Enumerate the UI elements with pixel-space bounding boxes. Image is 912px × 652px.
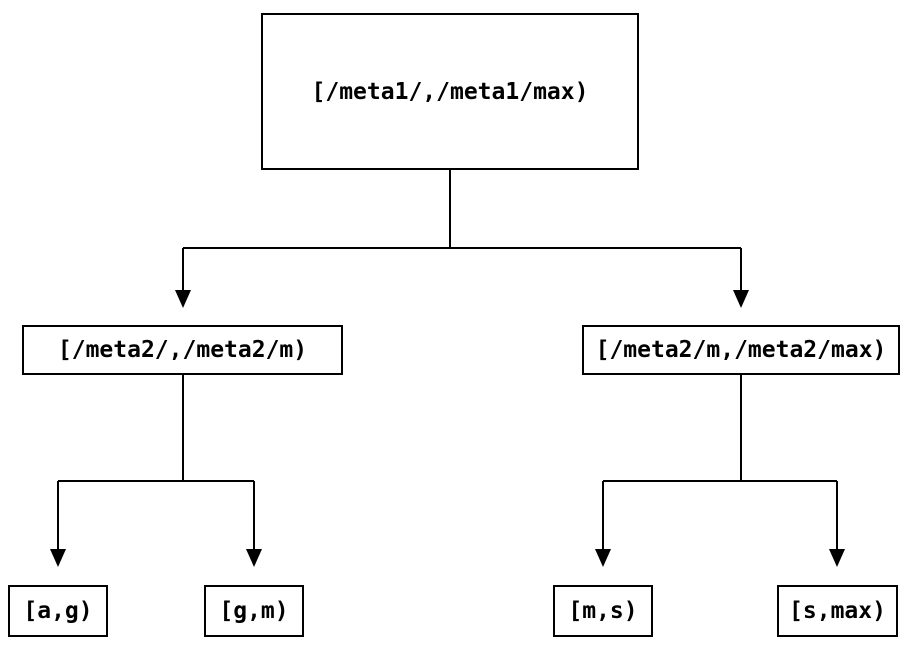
tree-node-root: [/meta1/,/meta1/max) bbox=[261, 13, 639, 170]
tree-leaf-s-max: [s,max) bbox=[777, 585, 898, 637]
tree-leaf-g-m: [g,m) bbox=[204, 585, 304, 637]
arrowhead-down-icon bbox=[595, 549, 611, 567]
tree-leaf-a-g: [a,g) bbox=[8, 585, 108, 637]
tree-node-meta2-lower: [/meta2/,/meta2/m) bbox=[22, 325, 343, 375]
arrowhead-down-icon bbox=[246, 549, 262, 567]
arrowhead-down-icon bbox=[50, 549, 66, 567]
tree-leaf-m-s: [m,s) bbox=[553, 585, 653, 637]
tree-node-meta2-upper: [/meta2/m,/meta2/max) bbox=[582, 325, 900, 375]
arrowhead-down-icon bbox=[175, 290, 191, 308]
arrowhead-down-icon bbox=[733, 290, 749, 308]
arrowhead-down-icon bbox=[829, 549, 845, 567]
